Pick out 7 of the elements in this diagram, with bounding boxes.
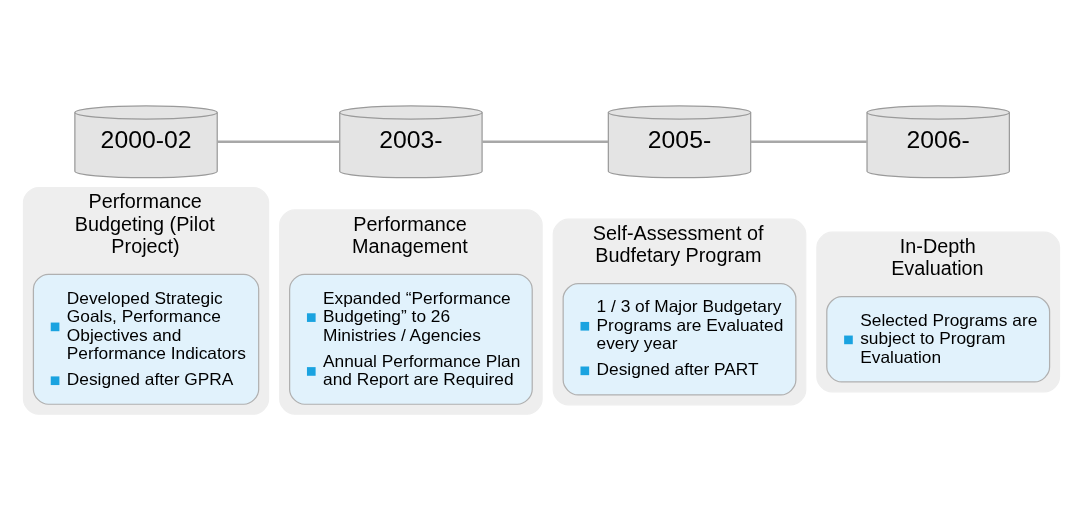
node-box: Expanded “Performance Budgeting” to 26 Ministries / Agencies Annual Performance Plan and Report are Required — [289, 273, 533, 405]
connector — [217, 140, 340, 144]
node-box: 1 / 3 of Major Budgetary Programs are Evaluated every year Designed after PART — [562, 282, 797, 396]
node-box: Selected Programs are subject to Program Evaluation — [826, 295, 1051, 383]
connector — [750, 140, 867, 144]
connector — [482, 140, 609, 144]
node-box: Developed Strategic Goals, Performance Objectives and Performance Indicators Designed after GPRA — [32, 273, 260, 405]
